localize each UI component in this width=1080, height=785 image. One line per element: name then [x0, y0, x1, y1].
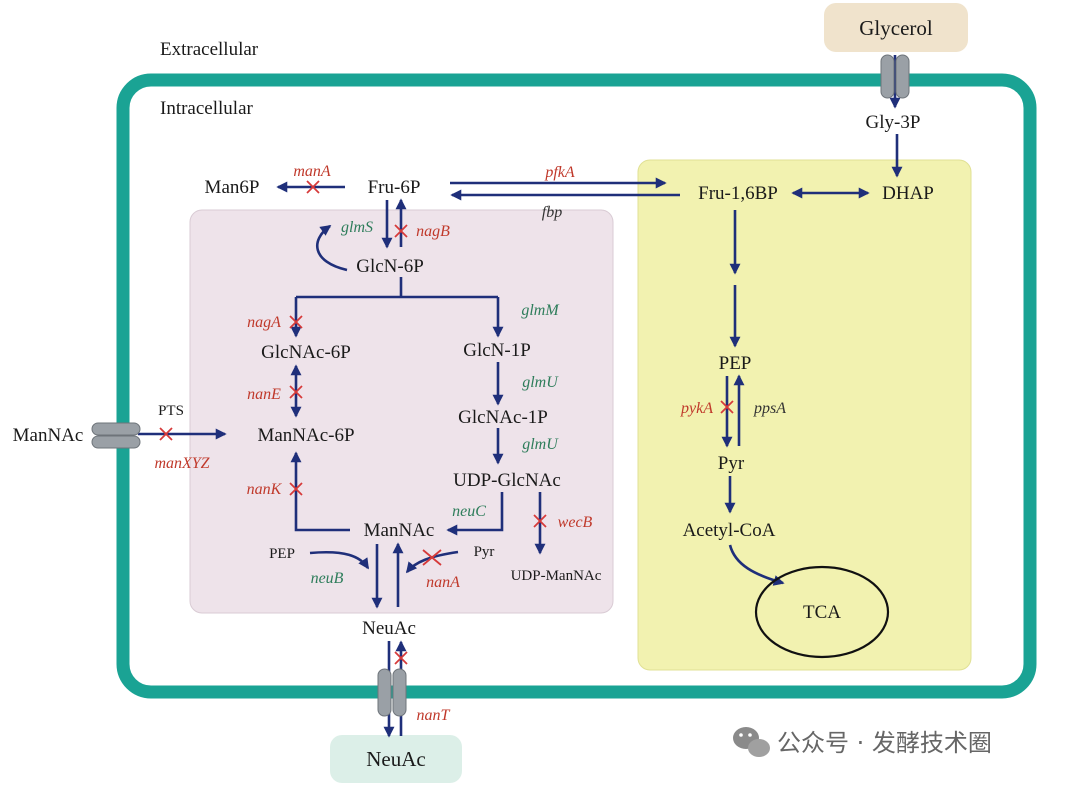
enzyme-nanT: nanT — [417, 707, 451, 724]
knockout-wecB — [533, 514, 547, 528]
enzyme-glmU-2: glmU — [522, 436, 559, 453]
pep-label: PEP — [719, 353, 752, 374]
knockout-nanE — [289, 385, 303, 399]
arrow-neuC — [446, 492, 504, 536]
enzyme-nanK: nanK — [247, 481, 283, 498]
glycerol-box — [824, 3, 968, 52]
watermark-text: 公众号 · 发酵技术圈 — [777, 729, 992, 757]
man6p-label: Man6P — [205, 177, 260, 198]
glycerol-transporter — [880, 54, 910, 99]
neuac-label: NeuAc — [362, 618, 416, 639]
knockout-nanT — [394, 651, 408, 665]
knockout-nanK — [289, 482, 303, 496]
enzyme-glmU-1: glmU — [522, 374, 559, 391]
knockout-nanA — [422, 549, 442, 566]
arrow-pyr-curve — [405, 550, 459, 574]
mannac6p-label: ManNAc-6P — [257, 425, 354, 446]
pyr-left-label: Pyr — [474, 544, 495, 560]
tca-cycle — [754, 565, 890, 659]
pyr-label: Pyr — [718, 453, 745, 474]
glcnac1p-label: GlcNAc-1P — [458, 407, 548, 428]
knockout-manXYZ — [159, 427, 173, 441]
pts-transporter — [91, 422, 141, 449]
acetylcoa-label: Acetyl-CoA — [683, 520, 776, 541]
gly3p-label: Gly-3P — [866, 112, 921, 133]
knockout-nagA — [289, 315, 303, 329]
arrow-nanK — [290, 451, 350, 532]
extracellular-label: Extracellular — [160, 39, 259, 60]
glycerol-label: Glycerol — [859, 16, 933, 40]
arrow-pep-curve — [309, 551, 370, 570]
neuac-external-label: NeuAc — [366, 747, 425, 771]
udpmannac-label: UDP-ManNAc — [511, 568, 602, 584]
enzyme-glmM: glmM — [521, 302, 560, 319]
fru6p-label: Fru-6P — [368, 177, 421, 198]
enzyme-neuB: neuB — [311, 570, 344, 587]
enzyme-nanE: nanE — [247, 386, 281, 403]
glycolysis-box — [637, 159, 972, 671]
udpglcnac-label: UDP-GlcNAc — [453, 470, 561, 491]
enzyme-ppsA: ppsA — [753, 400, 786, 417]
wechat-icon — [733, 727, 770, 757]
enzyme-neuC: neuC — [452, 503, 486, 520]
arrow-glmS-loop — [315, 224, 348, 272]
wechat-watermark: 公众号 · 发酵技术圈 — [733, 727, 992, 757]
knockout-nagB — [394, 224, 408, 238]
dhap-label: DHAP — [882, 183, 934, 204]
glcnac6p-label: GlcNAc-6P — [261, 342, 351, 363]
enzyme-fbp: fbp — [542, 204, 562, 221]
fru16bp-label: Fru-1,6BP — [698, 183, 778, 204]
enzyme-manXYZ: manXYZ — [154, 455, 210, 472]
glcn1p-label: GlcN-1P — [463, 340, 531, 361]
neuac-out-box — [330, 735, 462, 783]
enzyme-wecB: wecB — [558, 514, 593, 531]
enzyme-nagA: nagA — [247, 314, 281, 331]
enzyme-nagB: nagB — [416, 223, 450, 240]
enzyme-manA: manA — [293, 163, 331, 180]
knockout-pykA — [720, 400, 734, 414]
enzyme-pykA: pykA — [680, 400, 713, 417]
glcn6p-label: GlcN-6P — [356, 256, 424, 277]
tca-label: TCA — [803, 602, 841, 623]
pts-label: PTS — [158, 403, 184, 419]
enzyme-glmS: glmS — [341, 219, 373, 236]
intracellular-label: Intracellular — [160, 98, 254, 119]
mannac-label: ManNAc — [364, 520, 435, 541]
enzyme-pfkA: pfkA — [544, 164, 575, 181]
mannac-external-label: ManNAc — [13, 425, 84, 446]
pep-left-label: PEP — [269, 546, 295, 562]
enzyme-nanA: nanA — [426, 574, 460, 591]
nanT-transporter — [377, 668, 407, 717]
knockout-manA — [306, 180, 320, 194]
